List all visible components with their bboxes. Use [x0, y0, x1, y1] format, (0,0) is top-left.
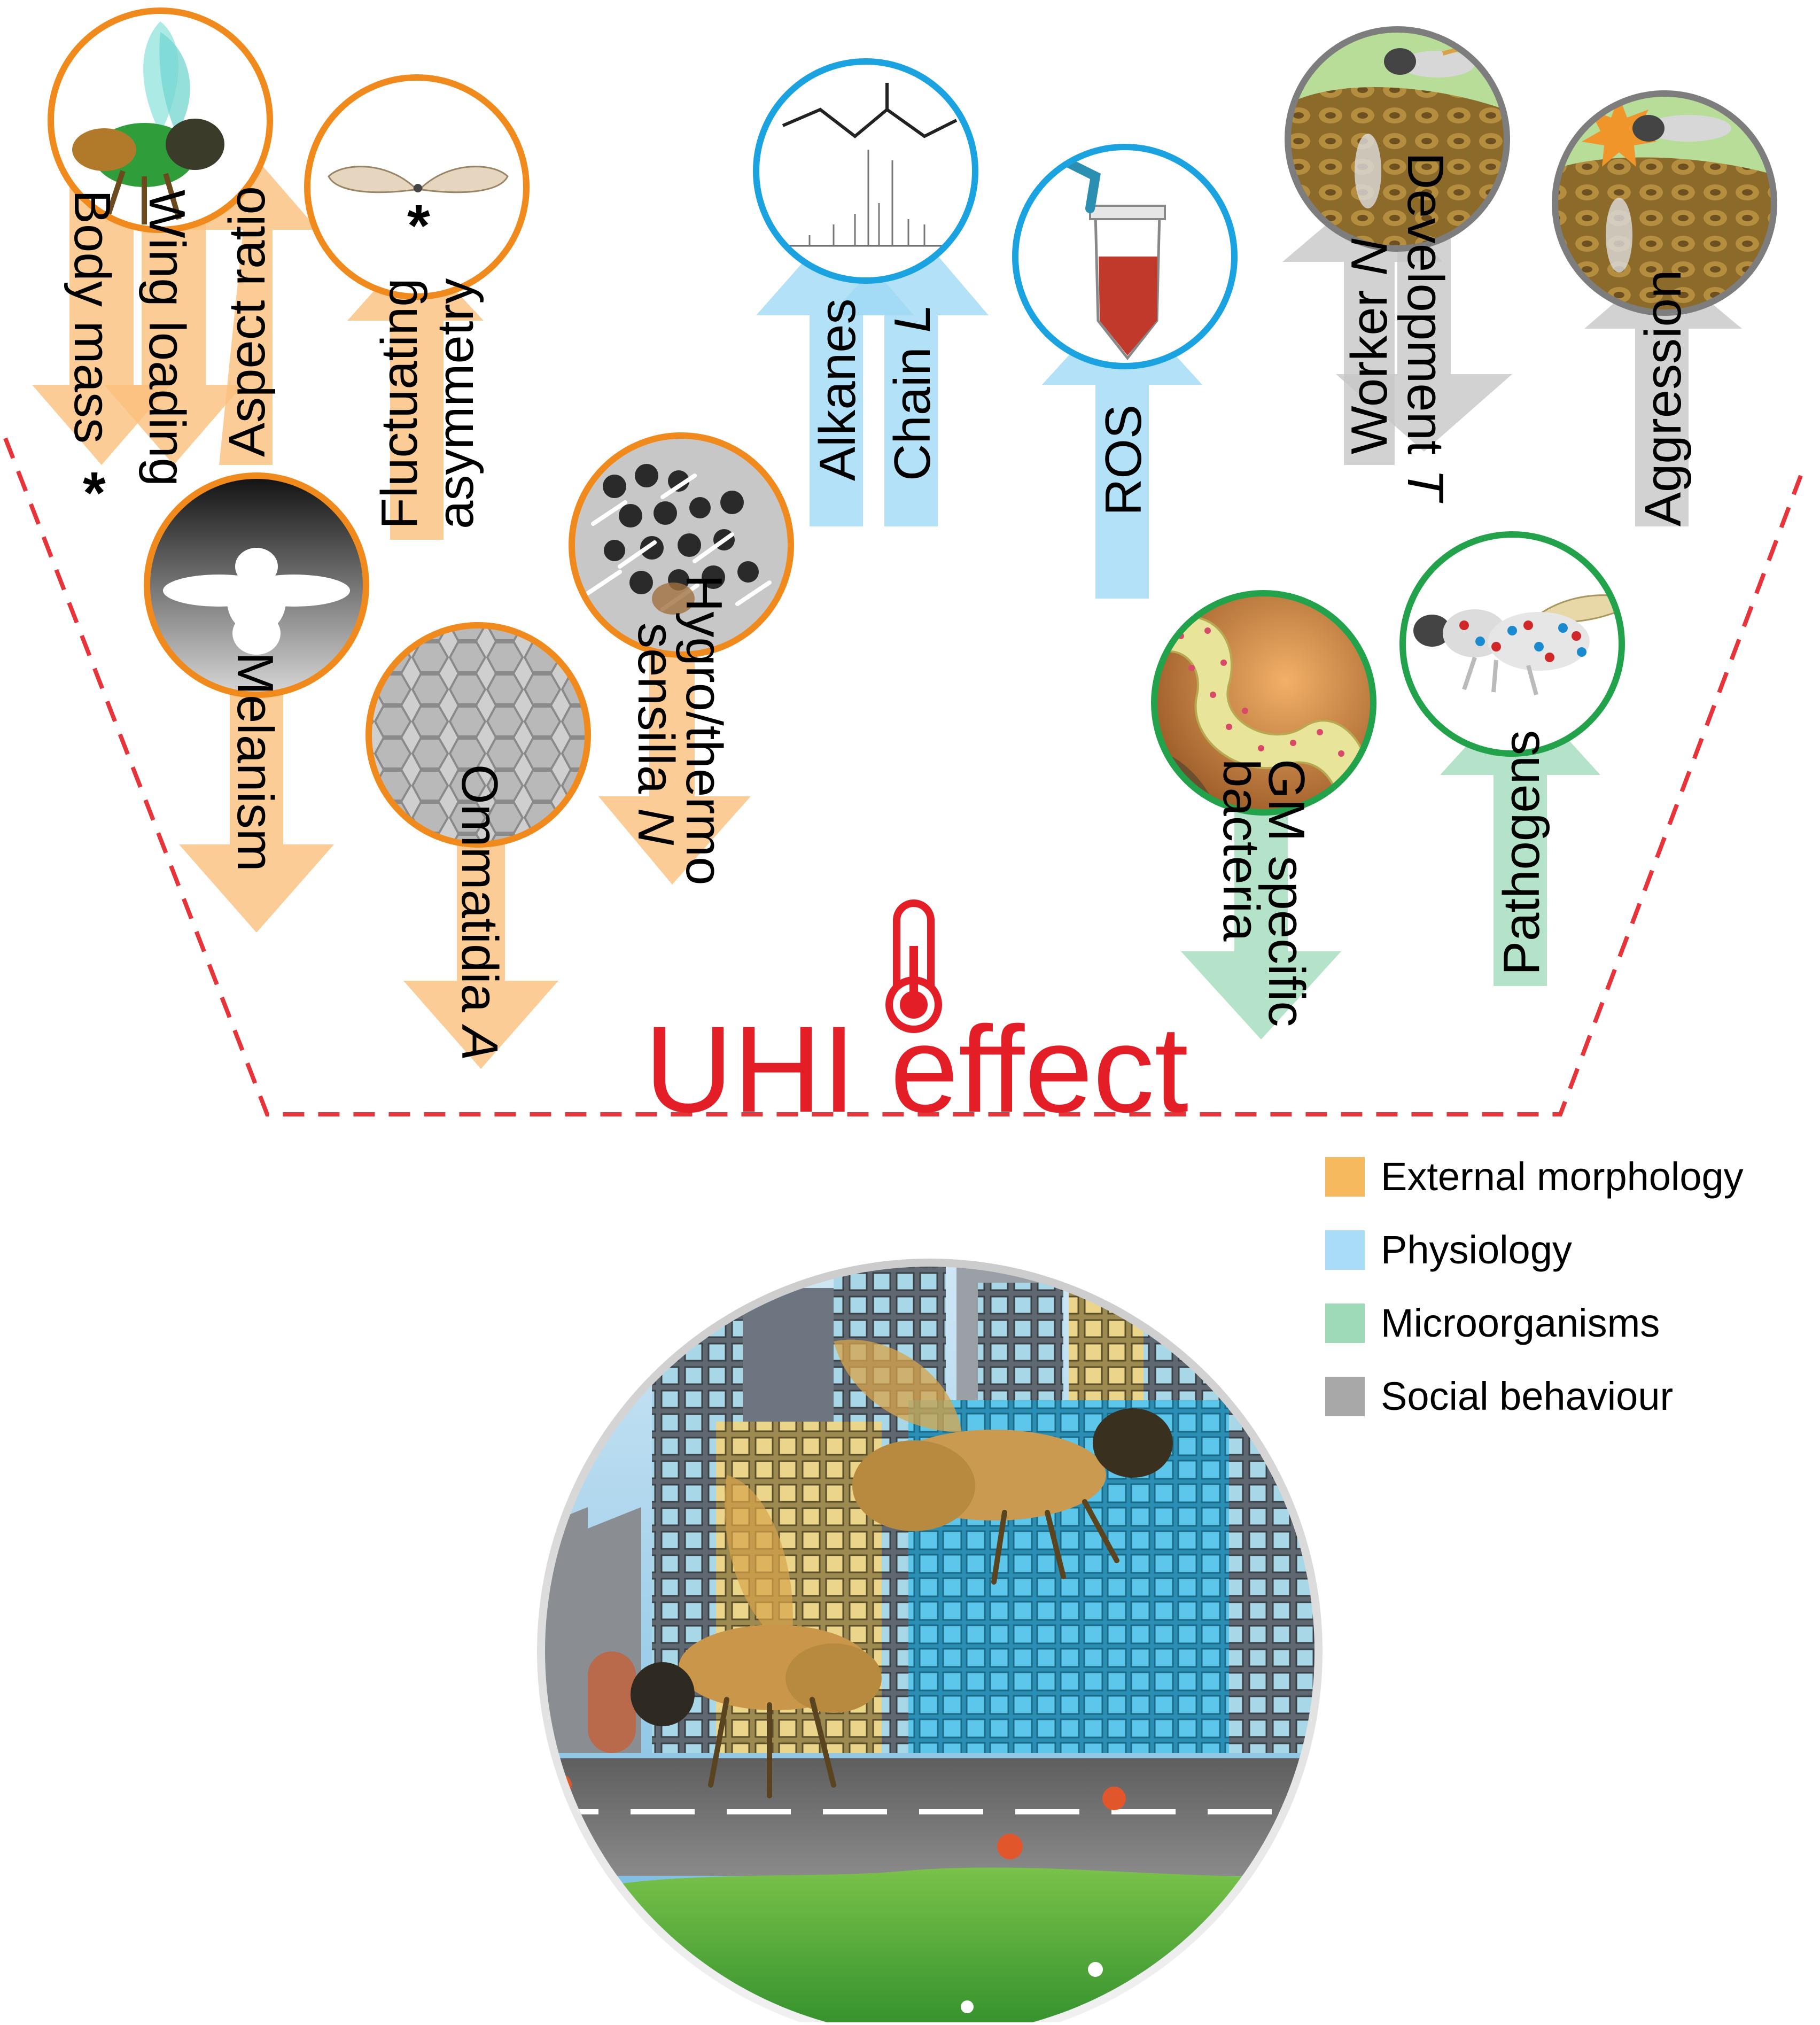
bee-silhouette-icon — [144, 472, 369, 698]
label-alkanes: Alkanes — [809, 298, 866, 481]
bee-wings-icon — [304, 74, 530, 300]
label-development-var: T — [1397, 469, 1454, 503]
legend-label-3: Social behaviour — [1381, 1374, 1673, 1418]
arrow-wing-loading — [104, 166, 243, 465]
arrow-ommatidia — [403, 791, 558, 1069]
label-aggression: Aggression — [1635, 270, 1692, 526]
city-bees-illustration — [537, 1259, 1323, 2025]
label-chain-length: Chain L — [884, 304, 941, 481]
legend: External morphologyPhysiologyMicroorgani… — [1325, 1154, 1744, 1418]
label-chain-var: L — [884, 304, 941, 332]
label-development-time: Development T — [1397, 152, 1454, 503]
arrow-aggression — [1584, 262, 1742, 526]
label-fluctuating-line2: asymmetry — [427, 278, 484, 529]
arrow-fluctuating-asymmetry — [347, 246, 484, 540]
arrow-melanism — [179, 641, 334, 933]
label-body-mass: Body mass — [64, 190, 121, 444]
label-sensilla-line2: sensilla N — [627, 623, 685, 845]
label-wing-loading: Wing loading — [138, 190, 196, 486]
label-pathogens: Pathogens — [1493, 730, 1550, 975]
label-fluctuating-line1: Fluctuating — [371, 278, 428, 529]
legend-label-0: External morphology — [1381, 1154, 1744, 1199]
arrow-aspect-ratio — [179, 150, 318, 465]
label-aspect-ratio: Aspect ratio — [219, 186, 276, 457]
thermometer-icon — [885, 899, 942, 1033]
label-sensilla-var: N — [627, 808, 685, 845]
label-development-main: Development — [1397, 152, 1454, 469]
label-melanism: Melanism — [227, 652, 284, 872]
arrow-development-time — [1336, 160, 1512, 452]
label-worker-main: Worker — [1341, 276, 1398, 454]
legend-label-2: Microorganisms — [1381, 1301, 1660, 1345]
label-ros: ROS — [1095, 405, 1152, 516]
label-worker-number: Worker N — [1341, 238, 1398, 454]
label-ommatidia: Ommatidia A — [451, 764, 508, 1061]
legend-swatch-0 — [1325, 1157, 1365, 1197]
infected-bee-icon — [1399, 531, 1625, 757]
chromatogram-icon — [753, 58, 978, 284]
label-worker-var: N — [1341, 238, 1398, 276]
aggressive-bee-icon — [1552, 90, 1777, 316]
antenna-sensilla-icon — [569, 432, 794, 658]
legend-label-1: Physiology — [1381, 1228, 1572, 1272]
star-body-mass: * — [83, 460, 106, 526]
uhi-title: UHI effect — [644, 1000, 1188, 1138]
uhi-boundary — [3, 437, 1803, 1116]
star-fluctuating-asymmetry: * — [407, 193, 430, 259]
bee-photo-icon — [48, 7, 273, 233]
arrow-pathogens — [1440, 687, 1600, 986]
arrow-gm-bacteria — [1181, 759, 1341, 1039]
label-ommatidia-var: A — [451, 1024, 508, 1061]
label-chain-main: Chain — [884, 333, 941, 482]
arrow-sensilla — [598, 620, 751, 885]
compound-eye-icon — [365, 622, 591, 848]
legend-swatch-3 — [1325, 1377, 1365, 1416]
legend-swatch-2 — [1325, 1304, 1365, 1343]
label-sensilla-line1: Hygro/thermo — [675, 575, 733, 886]
arrow-ros — [1042, 297, 1202, 599]
nest-bees-icon — [1285, 26, 1510, 252]
label-ommatidia-main: Ommatidia — [451, 764, 508, 1027]
test-tube-icon — [1012, 144, 1238, 369]
arrow-chain-length — [831, 224, 989, 526]
label-gm-line1: GM specific — [1258, 759, 1315, 1027]
label-gm-line2: bacteria — [1212, 759, 1270, 942]
legend-swatch-1 — [1325, 1230, 1365, 1270]
label-sensilla-main: sensilla — [627, 623, 685, 808]
